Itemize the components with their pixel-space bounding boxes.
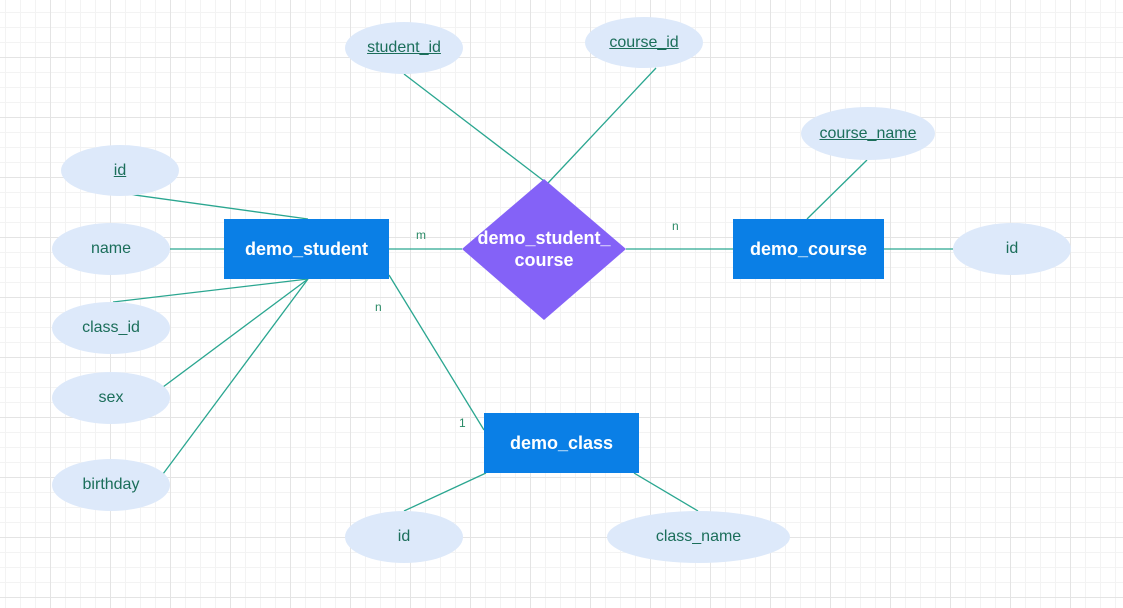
attribute-student-id-label: student_id [367,39,441,56]
edge-rel-course-id [547,67,657,184]
edge-course-name [806,159,868,220]
relationship-label: demo_student_ course [462,227,626,271]
attribute-class-id[interactable]: class_id [52,302,170,354]
entity-demo-course[interactable]: demo_course [733,219,884,279]
edge-class-name [633,472,699,512]
cardinality-1-class: 1 [459,416,466,430]
attribute-course-id-label: course_id [609,33,679,51]
attribute-sex[interactable]: sex [52,372,170,424]
edge-student-id [119,192,309,220]
cardinality-n-class: n [375,300,382,314]
entity-demo-student[interactable]: demo_student [224,219,389,279]
edge-class-id [403,472,487,512]
edge-rel-student-id [403,73,545,182]
attribute-course-name[interactable]: course_name [801,107,935,160]
relationship-label-line2: course [514,250,574,270]
attribute-birthday[interactable]: birthday [52,459,170,511]
attribute-class-name-label: class_name [655,528,742,545]
attribute-course-id[interactable]: course_id [585,17,703,68]
attribute-class-pk-id[interactable]: id [345,511,463,563]
entity-demo-class-label: demo_class [509,432,614,453]
attribute-student-pk-id[interactable]: id [61,145,179,196]
attribute-name-label: name [90,240,132,257]
edge-student-sex [162,278,309,388]
edge-student-class-id [112,278,309,303]
attribute-student-pk-id-label: id [113,161,127,179]
attribute-sex-label: sex [98,389,124,406]
attribute-course-pk-id[interactable]: id [953,223,1071,275]
entity-demo-student-label: demo_student [244,238,368,259]
edge-student-birthday [162,278,309,475]
entity-demo-class[interactable]: demo_class [484,413,639,473]
attribute-name[interactable]: name [52,223,170,275]
attribute-course-pk-id-label: id [1005,240,1019,257]
cardinality-m: m [416,228,426,242]
cardinality-n-course: n [672,219,679,233]
attribute-course-name-label: course_name [819,124,917,142]
attribute-class-name[interactable]: class_name [607,511,790,563]
attribute-birthday-label: birthday [82,476,140,493]
relationship-diamond[interactable] [462,179,626,320]
attribute-student-id[interactable]: student_id [345,22,463,74]
relationship-label-line1: demo_student_ [477,228,611,248]
attribute-class-id-label: class_id [82,319,140,336]
entity-demo-course-label: demo_course [749,238,868,259]
edge-student-class [388,274,485,431]
attribute-class-pk-id-label: id [397,528,411,545]
